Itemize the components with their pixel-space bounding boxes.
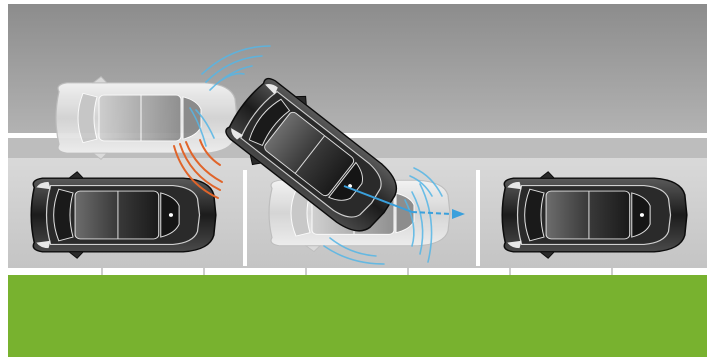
curb-line <box>0 133 707 138</box>
parked-car-right <box>501 170 688 260</box>
bay-separator-right <box>476 170 480 266</box>
front-sensor-waves-icon <box>189 45 271 147</box>
parked-car-left <box>30 170 217 260</box>
bay-separator-left <box>243 170 247 266</box>
grass-verge <box>8 275 707 357</box>
rear-sensor-waves-icon <box>323 167 443 265</box>
proximity-warning-icon <box>173 139 223 199</box>
bottom-curb <box>8 268 707 275</box>
arrow-right-icon <box>343 185 465 219</box>
curb-ticks <box>101 268 613 275</box>
